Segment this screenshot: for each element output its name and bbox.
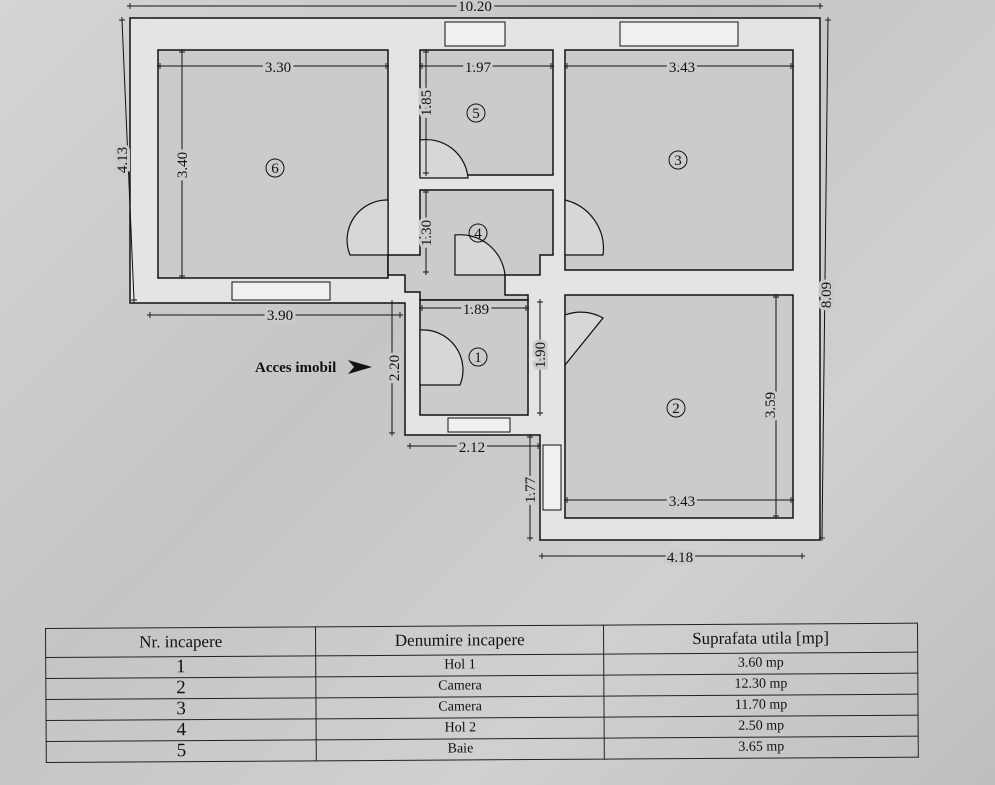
dim-room5-width: 1.97: [465, 60, 492, 76]
window: [447, 417, 511, 433]
window: [231, 281, 331, 301]
dim-left-height: 4.13: [115, 147, 131, 173]
room-number-5: 5: [472, 106, 480, 122]
door: [564, 311, 604, 367]
room-number: 1: [45, 655, 317, 679]
dim-room3-width: 3.43: [669, 60, 695, 76]
dim-bottom-step: 1.77: [523, 476, 539, 503]
dim-room1-width: 1.89: [463, 302, 489, 318]
room-number: 3: [45, 697, 317, 721]
rooms-table: Nr. incapere Denumire incapere Suprafata…: [45, 623, 919, 763]
dim-room6-height: 3.40: [175, 152, 191, 178]
room-area: 11.70 mp: [603, 694, 919, 718]
room-name: Camera: [316, 675, 604, 698]
dim-room6-width: 3.30: [265, 60, 291, 76]
room-5: [419, 49, 554, 176]
window: [444, 21, 506, 47]
door: [454, 234, 506, 276]
room-area: 12.30 mp: [603, 673, 918, 697]
door: [419, 329, 464, 386]
entrance-arrow-icon: [348, 360, 372, 374]
dim-bottom-width-room1: 2.12: [459, 440, 485, 456]
room-number: 4: [46, 718, 317, 742]
dim-room1-height: 1.90: [533, 342, 549, 368]
room-number-circle: [468, 347, 488, 367]
window: [542, 444, 562, 511]
header-room-number: Nr. incapere: [45, 626, 316, 658]
entrance-label: Acces imobil: [255, 360, 336, 376]
room-number-6: 6: [271, 161, 279, 177]
door: [346, 199, 389, 256]
room-number-circle: [666, 398, 686, 418]
room-number: 2: [45, 676, 317, 700]
dim-room2-width: 3.43: [669, 494, 695, 510]
dim-overall-width: 10.20: [458, 0, 492, 15]
dim-room5-height: 1.85: [419, 90, 435, 116]
door: [419, 138, 469, 179]
dimension-labels: 10.20 3.30 1.97 3.43 4.13 3.40 1.85 1.30…: [112, 0, 838, 569]
room-number-3: 3: [674, 153, 682, 169]
header-area: Suprafata utila [mp]: [603, 623, 918, 655]
room-number-2: 2: [672, 401, 680, 417]
window: [619, 21, 739, 47]
room-name: Hol 1: [315, 654, 604, 677]
room-number: 5: [46, 739, 317, 763]
dim-overall-height: 8.09: [819, 282, 835, 308]
dim-room2-height: 3.59: [763, 392, 779, 418]
room-name: Hol 2: [316, 717, 605, 740]
dim-entry-height: 2.20: [387, 355, 403, 381]
dim-hall2-height: 1.30: [419, 220, 435, 246]
room-number-1: 1: [474, 350, 482, 366]
dim-left-bottom-width: 3.90: [267, 308, 293, 324]
room-area: 3.65 mp: [604, 736, 919, 760]
room-name: Camera: [316, 696, 605, 719]
room-name: Baie: [316, 738, 605, 761]
dim-bottom-width-room2: 4.18: [667, 550, 693, 566]
door: [564, 199, 605, 256]
room-area: 2.50 mp: [604, 715, 919, 739]
room-number-circle: [668, 150, 688, 170]
room-number-circle: [468, 223, 488, 243]
room-2: [564, 294, 794, 519]
room-number-circle: [466, 103, 486, 123]
room-area: 3.60 mp: [603, 652, 918, 676]
room-number-circle: [265, 158, 285, 178]
room-number-4: 4: [474, 226, 482, 242]
room-3: [564, 49, 794, 271]
header-room-name: Denumire incapere: [315, 625, 604, 656]
